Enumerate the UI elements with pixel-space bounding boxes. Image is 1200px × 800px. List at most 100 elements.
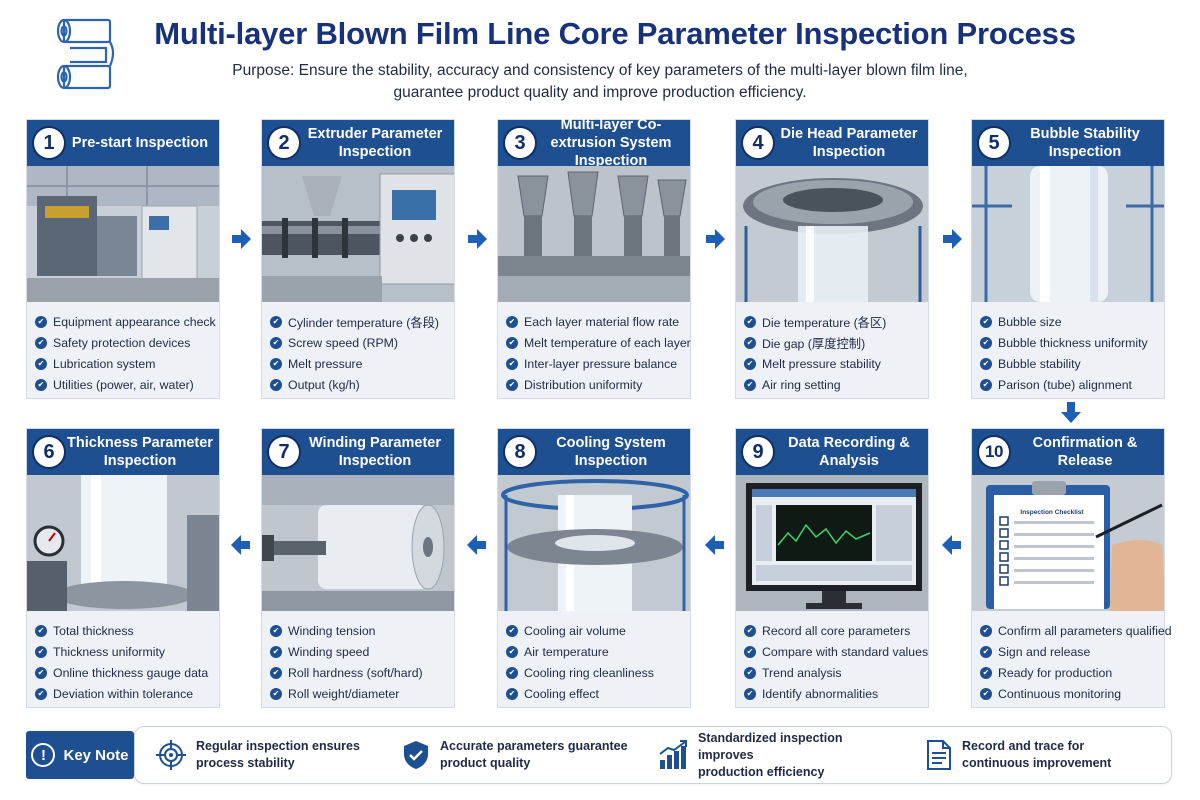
check-icon: ✔ bbox=[270, 645, 282, 658]
check-icon: ✔ bbox=[270, 357, 282, 370]
step-photo-thickness bbox=[27, 475, 219, 611]
list-item-label: Compare with standard values bbox=[762, 644, 929, 659]
list-item-label: Each layer material flow rate bbox=[524, 314, 680, 329]
check-icon: ✔ bbox=[270, 666, 282, 679]
list-item: ✔Bubble stability bbox=[980, 353, 1160, 374]
step-header: 3 Multi-layer Co-extrusion System Inspec… bbox=[498, 117, 690, 169]
step-card-5: 5 Bubble Stability Inspection ✔Bubble si… bbox=[971, 119, 1165, 399]
check-icon: ✔ bbox=[506, 378, 518, 391]
list-item-label: Screw speed (RPM) bbox=[288, 335, 399, 350]
list-item-label: Bubble size bbox=[998, 314, 1062, 329]
list-item: ✔Compare with standard values bbox=[744, 641, 928, 662]
key-note-line: Standardized inspection improves bbox=[698, 730, 843, 762]
step-header: 2 Extruder Parameter Inspection bbox=[262, 120, 454, 166]
list-item-label: Bubble stability bbox=[998, 356, 1081, 371]
check-icon: ✔ bbox=[270, 687, 282, 700]
list-item: ✔Bubble size bbox=[980, 311, 1160, 332]
list-item-label: Confirm all parameters qualified bbox=[998, 623, 1172, 638]
check-list: ✔Each layer material flow rate ✔Melt tem… bbox=[506, 311, 691, 395]
check-icon: ✔ bbox=[35, 666, 47, 679]
list-item-label: Die gap (厚度控制) bbox=[762, 336, 866, 351]
step-number: 9 bbox=[741, 435, 775, 469]
list-item-label: Lubrication system bbox=[53, 356, 156, 371]
check-icon: ✔ bbox=[744, 315, 756, 328]
shield-check-icon bbox=[404, 741, 428, 769]
check-icon: ✔ bbox=[980, 687, 992, 700]
step-number: 4 bbox=[741, 126, 775, 160]
list-item: ✔ Output (kg/h) bbox=[270, 374, 450, 395]
list-item-label: Cooling ring cleanliness bbox=[524, 665, 654, 680]
step-photo-extruder bbox=[262, 166, 454, 302]
check-icon: ✔ bbox=[980, 378, 992, 391]
list-item: ✔Melt temperature of each layer bbox=[506, 332, 691, 353]
check-list: ✔Cooling air volume ✔Air temperature ✔Co… bbox=[506, 620, 686, 704]
list-item: ✔Screw speed (RPM) bbox=[270, 332, 450, 353]
step-title: Data Recording & Analysis bbox=[788, 435, 910, 469]
list-item-label: Record all core parameters bbox=[762, 623, 911, 638]
list-item: ✔Cylinder temperature (各段) bbox=[270, 311, 450, 332]
list-item: ✔Utilities (power, air, water) bbox=[35, 374, 215, 395]
list-item: ✔Roll weight/diameter bbox=[270, 683, 450, 704]
check-icon: ✔ bbox=[35, 357, 47, 370]
step-number: 6 bbox=[32, 435, 66, 469]
step-header: 9 Data Recording & Analysis bbox=[736, 429, 928, 475]
step-title: Thickness Parameter Inspection bbox=[67, 435, 213, 469]
list-item-label: Distribution uniformity bbox=[524, 377, 643, 392]
list-item: ✔Deviation within tolerance bbox=[35, 683, 215, 704]
key-note-line: Regular inspection ensures bbox=[196, 739, 360, 753]
key-note-line: Record and trace for bbox=[962, 739, 1085, 753]
list-item: ✔Ready for production bbox=[980, 662, 1160, 683]
list-item-label: Trend analysis bbox=[762, 665, 842, 680]
check-icon: ✔ bbox=[744, 357, 756, 370]
arrow-right-icon bbox=[706, 229, 725, 249]
list-item-label: Melt pressure stability bbox=[762, 356, 881, 371]
check-icon: ✔ bbox=[744, 666, 756, 679]
list-item-label: Cylinder temperature (各段) bbox=[288, 315, 440, 330]
target-icon bbox=[156, 740, 186, 770]
check-icon: ✔ bbox=[35, 687, 47, 700]
check-icon: ✔ bbox=[35, 624, 47, 637]
list-item-label: Melt pressure bbox=[288, 356, 363, 371]
purpose-line-1: Purpose: Ensure the stability, accuracy … bbox=[232, 62, 968, 79]
list-item-label: Safety protection devices bbox=[53, 335, 191, 350]
step-card-7: 7 Winding Parameter Inspection ✔Winding … bbox=[261, 428, 455, 708]
step-header: 5 Bubble Stability Inspection bbox=[972, 120, 1164, 166]
list-item: ✔Winding speed bbox=[270, 641, 450, 662]
step-title: Multi-layer Co-extrusion System Inspecti… bbox=[550, 117, 672, 169]
purpose-line-2: guarantee product quality and improve pr… bbox=[393, 84, 807, 101]
check-list: ✔Die temperature (各区) ✔Die gap (厚度控制) ✔M… bbox=[744, 311, 924, 395]
list-item: ✔Die gap (厚度控制) bbox=[744, 332, 924, 353]
film-roll-logo-icon bbox=[56, 18, 115, 90]
list-item: ✔ Lubrication system bbox=[35, 353, 215, 374]
step-photo-cooling bbox=[498, 475, 690, 611]
step-header: 1 Pre-start Inspection bbox=[27, 120, 219, 166]
list-item-label: Inter-layer pressure balance bbox=[524, 356, 678, 371]
list-item-label: Roll hardness (soft/hard) bbox=[288, 665, 423, 680]
list-item-label: Output (kg/h) bbox=[288, 377, 360, 392]
arrow-left-icon bbox=[942, 535, 961, 555]
check-icon: ✔ bbox=[270, 378, 282, 391]
list-item: ✔Cooling effect bbox=[506, 683, 686, 704]
list-item-label: Bubble thickness uniformity bbox=[998, 335, 1148, 350]
step-card-10: 10 Confirmation & Release Inspection Che… bbox=[971, 428, 1172, 708]
check-icon: ✔ bbox=[270, 624, 282, 637]
step-title: Confirmation & Release bbox=[1032, 435, 1138, 469]
step-number: 1 bbox=[32, 126, 66, 160]
list-item-label: Winding tension bbox=[288, 623, 376, 638]
list-item: ✔Die temperature (各区) bbox=[744, 311, 924, 332]
list-item: ✔Safety protection devices bbox=[35, 332, 215, 353]
step-photo-checklist: Inspection Checklist bbox=[972, 475, 1164, 611]
list-item: ✔Online thickness gauge data bbox=[35, 662, 215, 683]
check-icon: ✔ bbox=[35, 315, 47, 328]
check-icon: ✔ bbox=[506, 666, 518, 679]
list-item: ✔Each layer material flow rate bbox=[506, 311, 686, 332]
list-item: ✔ Cooling ring cleanliness bbox=[506, 662, 686, 683]
list-item: ✔Bubble thickness uniformity bbox=[980, 332, 1160, 353]
list-item: ✔Air ring setting bbox=[744, 374, 924, 395]
list-item: ✔Confirm all parameters qualified bbox=[980, 620, 1172, 641]
step-header: 10 Confirmation & Release bbox=[972, 429, 1164, 475]
